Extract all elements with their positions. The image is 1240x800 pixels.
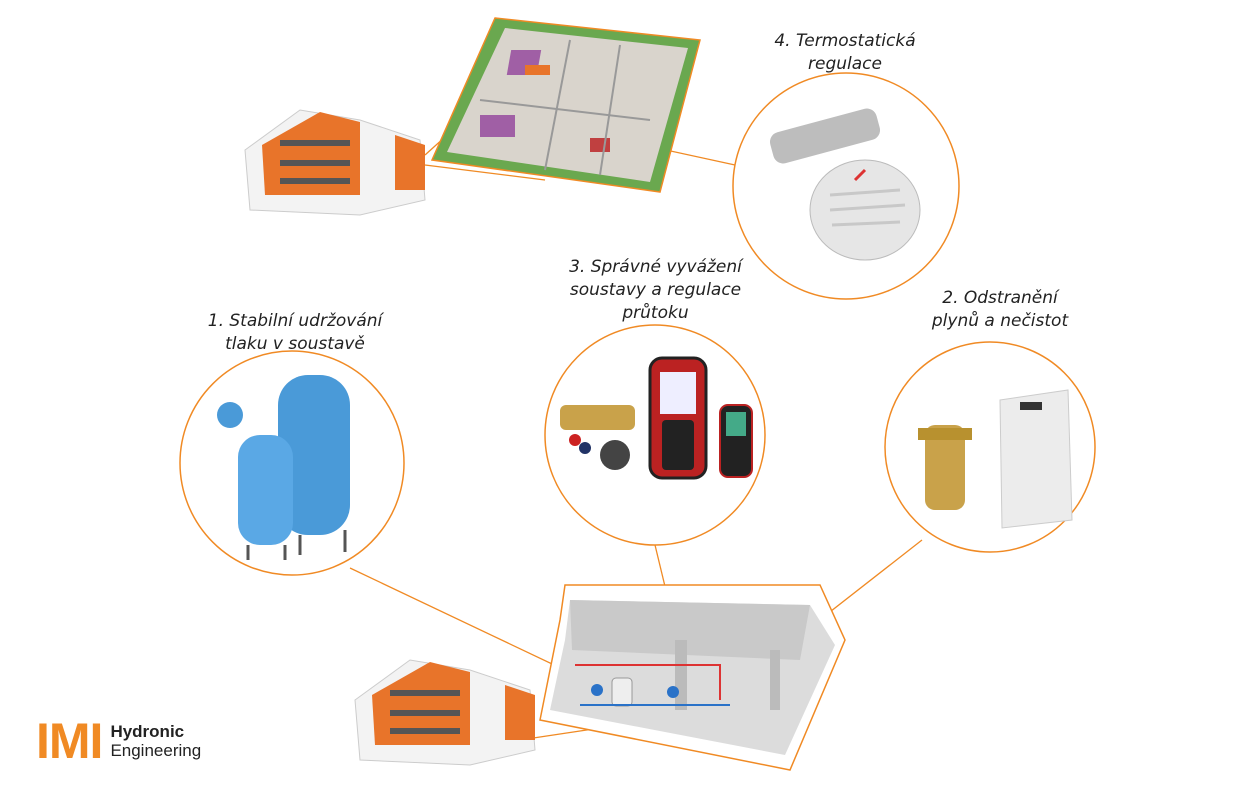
step-3-label: 3. Správné vyvážení soustavy a regulace …	[569, 257, 742, 323]
imi-logo: IMI Hydronic Engineering	[36, 716, 201, 766]
thermostatic-valve-image	[769, 108, 921, 261]
separator-and-degasser-image	[918, 389, 1073, 529]
step-2-label: 2. Odstranění plynů a nečistot	[931, 288, 1069, 331]
balancing-devices-image	[560, 356, 753, 480]
plant-room-illustration	[539, 584, 846, 771]
apartment-building-bottom	[354, 659, 536, 766]
apartment-building-top	[244, 109, 426, 216]
step-4-label: 4. Termostatická regulace	[774, 31, 916, 74]
logo-mark: IMI	[36, 713, 103, 769]
logo-line2: Engineering	[110, 741, 202, 760]
expansion-tanks-image	[217, 375, 350, 560]
logo-line1: Hydronic	[110, 722, 185, 741]
step-1-label: 1. Stabilní udržování tlaku v soustavě	[207, 311, 383, 354]
floor-plan-illustration	[430, 17, 701, 193]
